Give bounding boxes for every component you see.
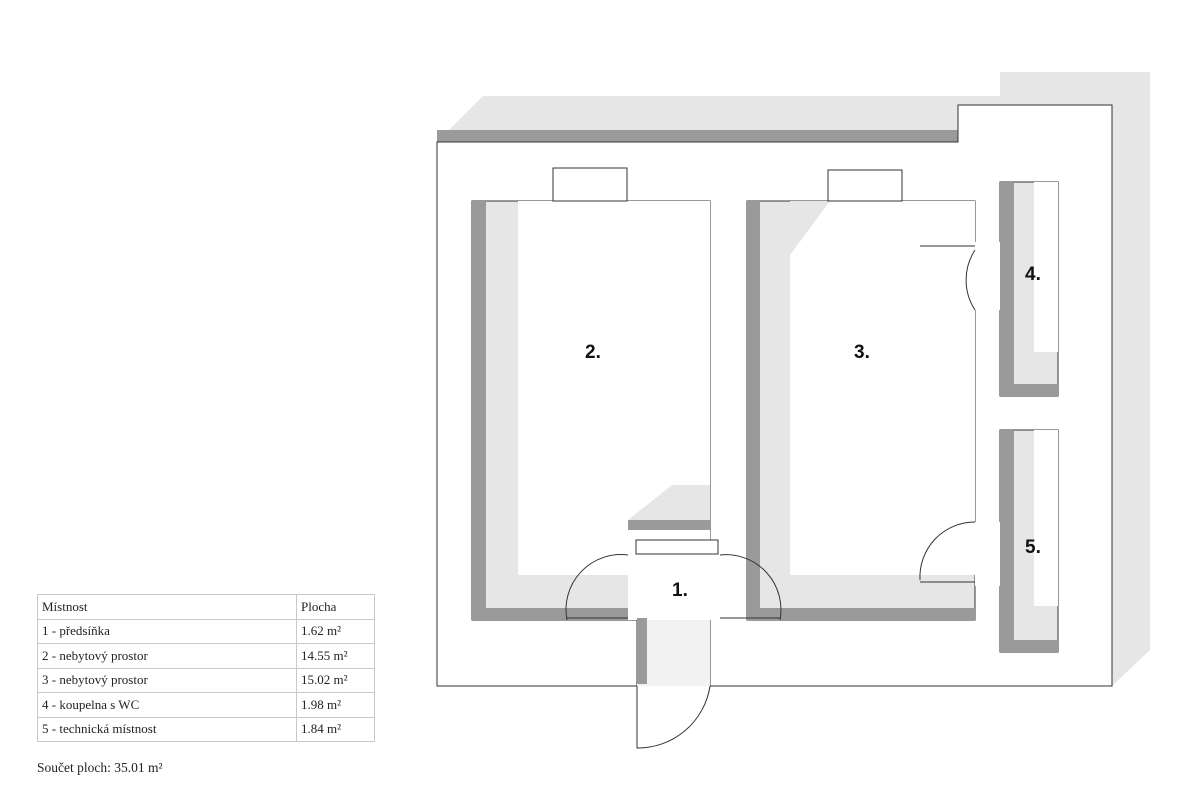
room-name: 4 - koupelna s WC [37, 692, 297, 718]
header-area: Plocha [296, 594, 375, 620]
header-room: Místnost [37, 594, 297, 620]
room-name: 1 - předsíňka [37, 618, 297, 644]
room-area: 15.02 m² [296, 667, 375, 693]
room-label-2: 2. [585, 342, 601, 363]
table-header: Místnost Plocha [37, 594, 375, 620]
room-area: 14.55 m² [296, 643, 375, 669]
room-2 [471, 167, 711, 621]
room-3 [746, 169, 976, 621]
room-label-1: 1. [672, 580, 688, 601]
entry-door-leaf [636, 685, 711, 749]
room-name: 3 - nebytový prostor [37, 667, 297, 693]
room-name: 5 - technická místnost [37, 716, 297, 742]
room-label-4: 4. [1025, 264, 1041, 285]
room-area: 1.98 m² [296, 692, 375, 718]
room-area: 1.62 m² [296, 618, 375, 644]
room-4 [920, 181, 1059, 397]
room-1 [565, 539, 782, 749]
room-area: 1.84 m² [296, 716, 375, 742]
room-name: 2 - nebytový prostor [37, 643, 297, 669]
total-area: Součet ploch: 35.01 m² [37, 760, 163, 775]
room-label-3: 3. [854, 342, 870, 363]
room-label-5: 5. [1025, 537, 1041, 558]
room-5 [919, 429, 1059, 653]
